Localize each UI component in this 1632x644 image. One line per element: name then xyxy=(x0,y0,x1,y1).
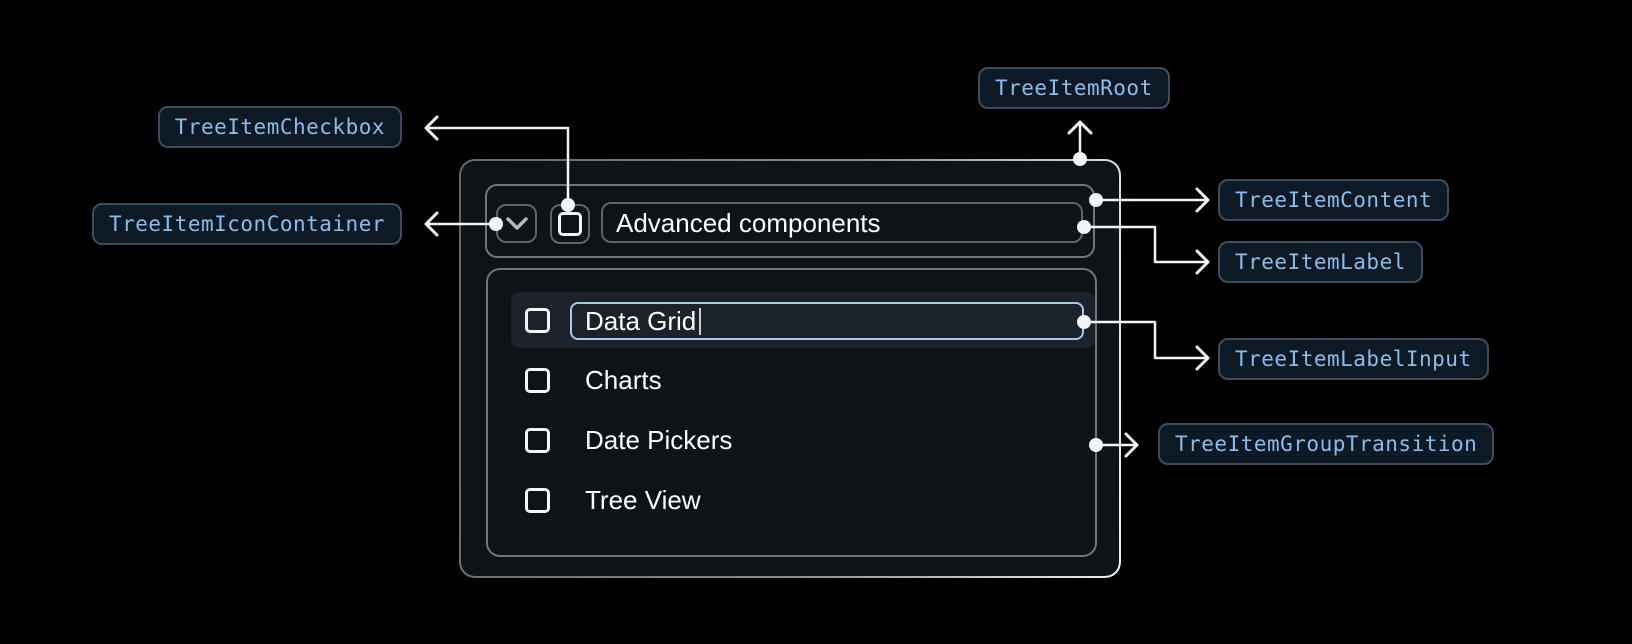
checkbox-date-pickers[interactable] xyxy=(525,428,550,453)
checkbox-tree-view[interactable] xyxy=(525,488,550,513)
badge-tree-item-label: TreeItemLabel xyxy=(1218,241,1423,283)
tree-row-charts[interactable]: Charts xyxy=(585,365,662,395)
chevron-down-icon xyxy=(505,216,529,232)
tree-row-tree-view[interactable]: Tree View xyxy=(585,485,701,515)
badge-tree-item-checkbox: TreeItemCheckbox xyxy=(157,106,402,148)
tree-item-group-transition xyxy=(486,268,1097,557)
tree-item-checkbox[interactable] xyxy=(550,204,590,244)
badge-tree-item-group-transition: TreeItemGroupTransition xyxy=(1158,423,1495,465)
tree-item-label[interactable]: Advanced components xyxy=(601,202,1083,243)
badge-tree-item-icon-container: TreeItemIconContainer xyxy=(91,203,402,245)
checkbox-charts[interactable] xyxy=(525,368,550,393)
parent-label-text: Advanced components xyxy=(616,207,881,238)
tree-item-icon-container[interactable] xyxy=(496,204,537,243)
badge-tree-item-root: TreeItemRoot xyxy=(978,67,1170,109)
tree-row-date-pickers[interactable]: Date Pickers xyxy=(585,425,733,455)
checkbox-unchecked-icon xyxy=(558,212,582,236)
badge-tree-item-content: TreeItemContent xyxy=(1218,179,1450,221)
tree-item-label-input[interactable]: Data Grid xyxy=(570,302,1084,340)
checkbox-data-grid[interactable] xyxy=(525,308,550,333)
label-input-value: Data Grid xyxy=(585,306,697,336)
text-caret xyxy=(699,307,702,335)
badge-tree-item-label-input: TreeItemLabelInput xyxy=(1218,338,1489,380)
tree-item-content[interactable] xyxy=(485,184,1095,258)
tree-item-root xyxy=(459,159,1121,578)
